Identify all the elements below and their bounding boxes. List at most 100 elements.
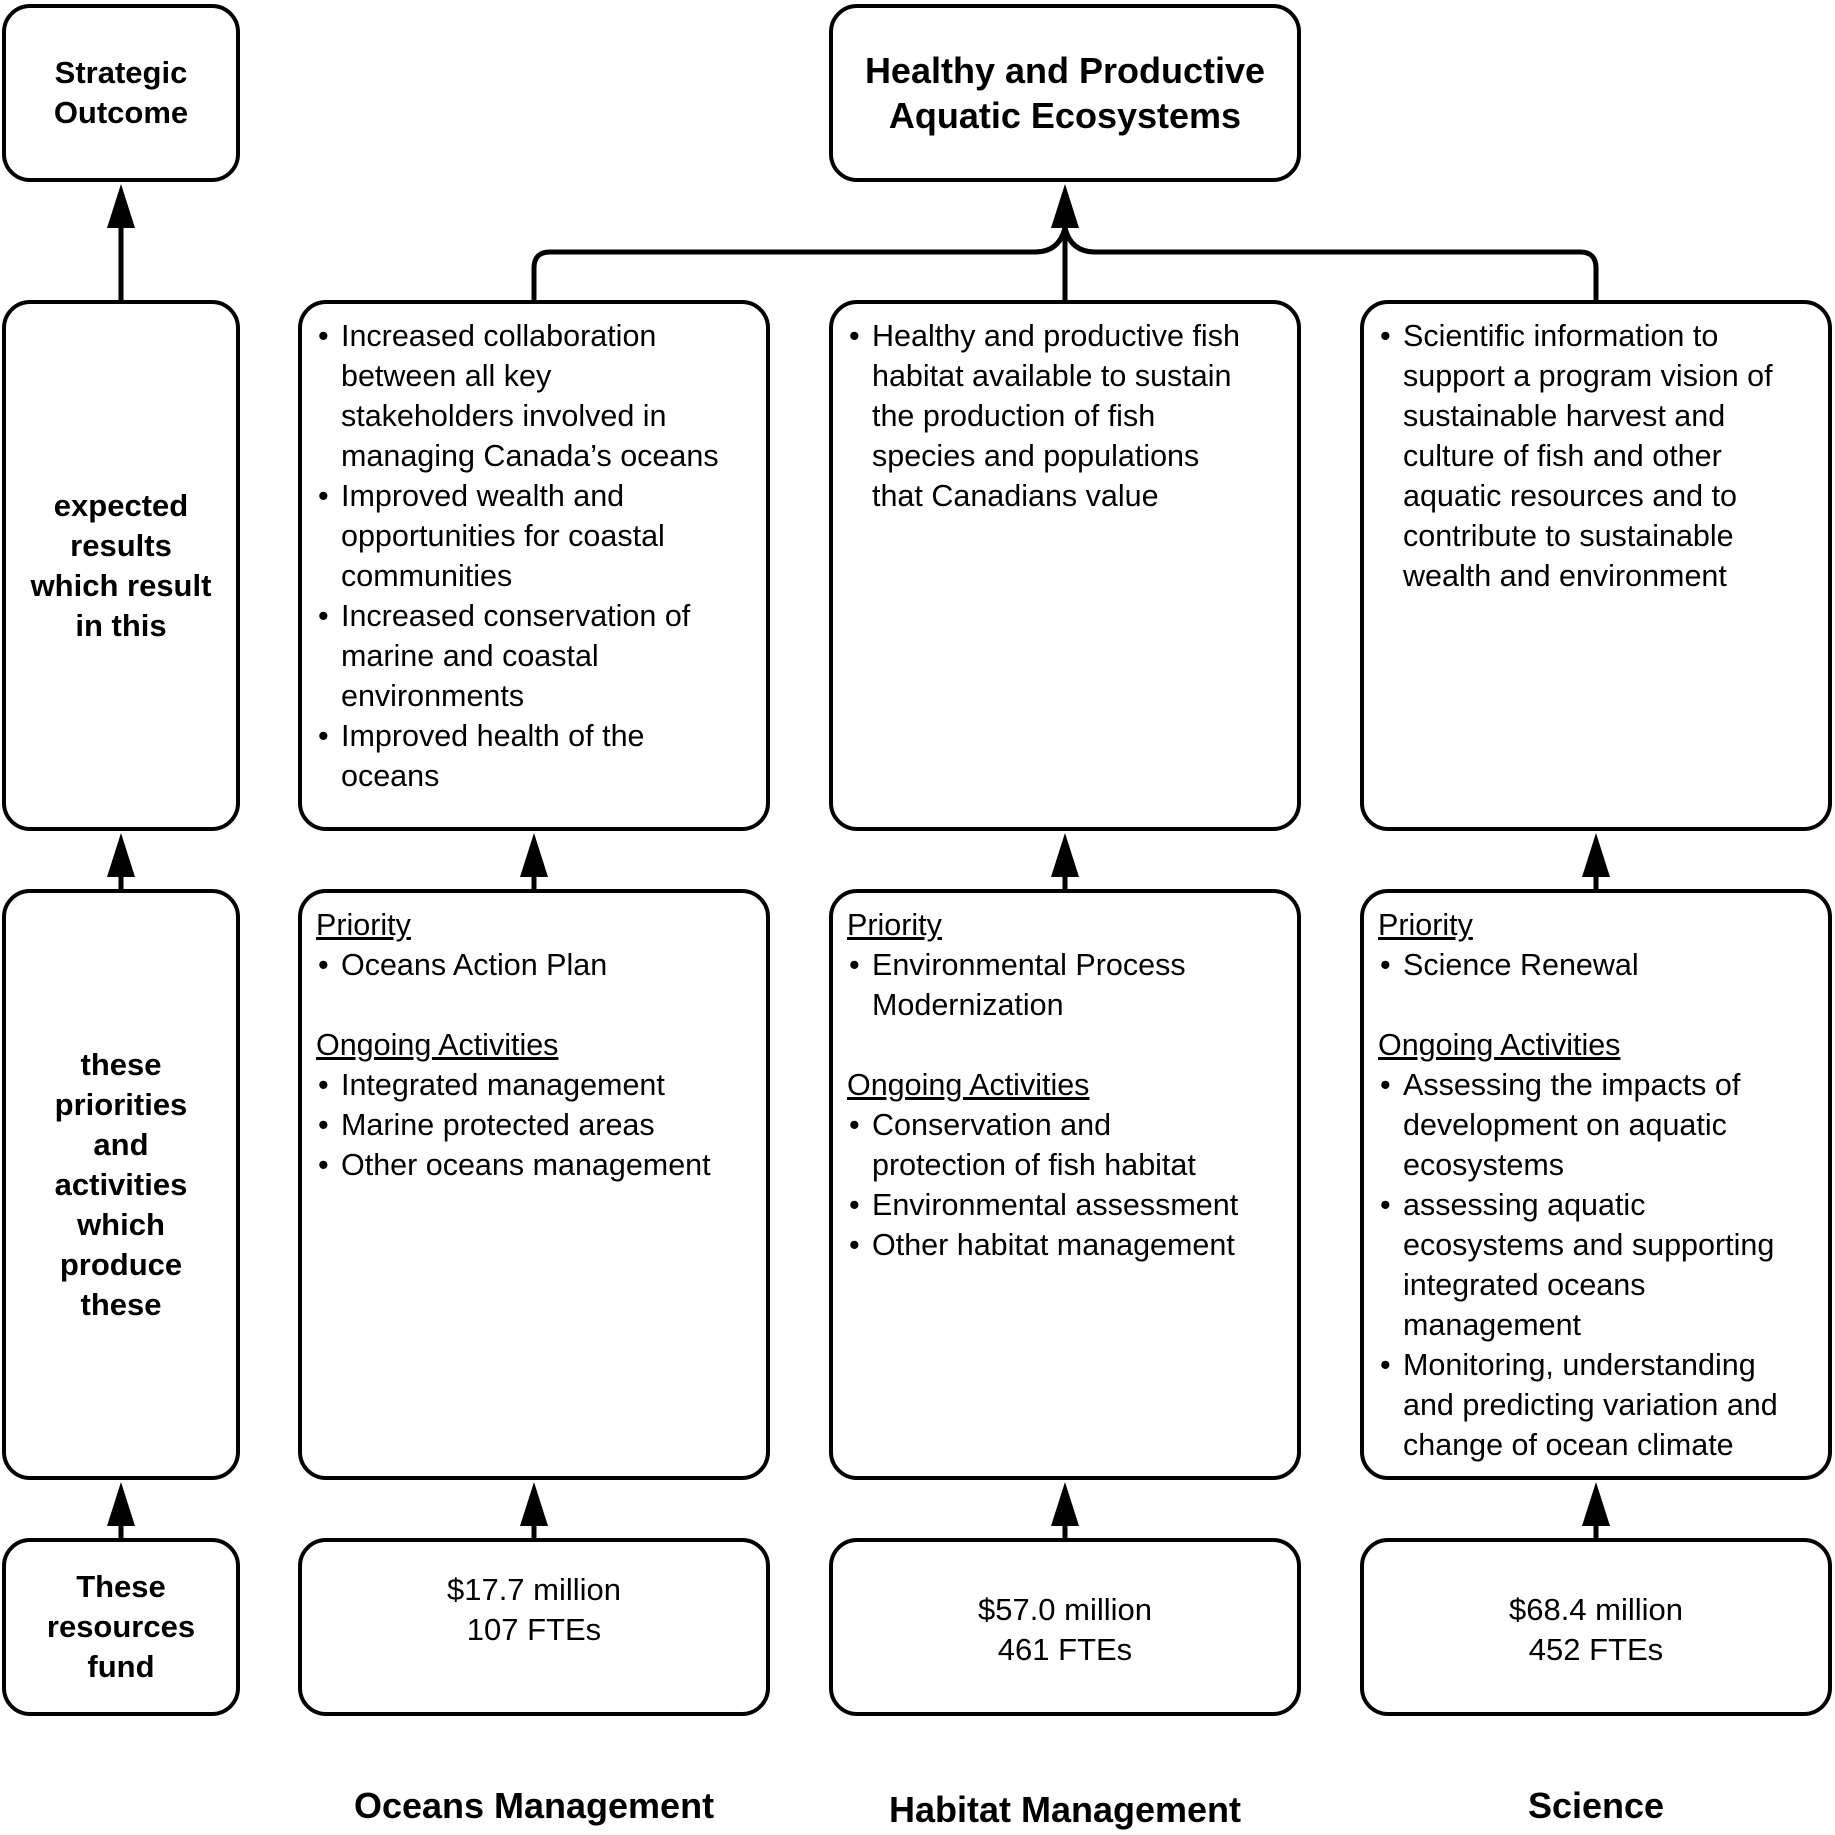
result-item: Healthy and productive fish habitat avail…	[847, 316, 1283, 516]
funding-amount: $57.0 million	[977, 1592, 1153, 1627]
result-item-list: Scientific information to support a progr…	[1378, 316, 1814, 596]
priority-heading: Priority	[847, 908, 942, 942]
program-arrow-head	[1582, 833, 1610, 877]
habitat-management-results-box: Healthy and productive fish habitat avail…	[829, 300, 1301, 831]
item-line: culture of fish and other	[1403, 439, 1722, 473]
outcome-title-line: Aquatic Ecosystems	[888, 95, 1242, 136]
legend-line: expected	[53, 487, 189, 523]
item-line: ecosystems	[1403, 1148, 1565, 1182]
item-line: Increased collaboration	[341, 319, 657, 353]
item-line: change of ocean climate	[1403, 1428, 1734, 1462]
legend-line: and	[93, 1126, 149, 1162]
item-line: environments	[341, 679, 525, 713]
item-line: wealth and environment	[1403, 559, 1727, 593]
item-line: Other habitat management	[872, 1228, 1235, 1262]
item-line: aquatic resources and to	[1403, 479, 1738, 513]
result-item-list: Healthy and productive fish habitat avail…	[847, 316, 1283, 516]
item-line: Integrated management	[341, 1068, 665, 1102]
strategic-outcome-label-box: Strategic Outcome	[2, 4, 240, 182]
item-line: Science Renewal	[1403, 948, 1639, 982]
legend-line: fund	[87, 1649, 155, 1684]
item-line: marine and coastal	[341, 639, 599, 673]
item-line: Other oceans management	[341, 1148, 711, 1182]
item-line: the production of fish	[872, 399, 1156, 433]
activity-item: Other oceans management	[316, 1145, 752, 1185]
program-arrow-head	[1051, 1482, 1079, 1526]
funding-amount: $17.7 million	[446, 1572, 622, 1607]
item-line: managing Canada’s oceans	[341, 439, 719, 473]
item-line: sustainable harvest and	[1403, 399, 1726, 433]
science-program-name: Science	[1527, 1785, 1665, 1826]
activity-item: Marine protected areas	[316, 1105, 752, 1145]
science-results-box: Scientific information to support a progr…	[1360, 300, 1832, 831]
item-line: Conservation and	[872, 1108, 1112, 1142]
priority-item-list: Oceans Action Plan	[316, 945, 752, 985]
outcome-arrow-head	[1051, 184, 1079, 228]
item-line: oceans	[341, 759, 440, 793]
resources-label-box: These resources fund	[2, 1538, 240, 1716]
item-line: integrated oceans	[1403, 1268, 1646, 1302]
legend-line: in this	[75, 607, 167, 643]
legend-line: produce	[59, 1246, 183, 1282]
priority-item: Oceans Action Plan	[316, 945, 752, 985]
activity-item: assessing aquatic ecosystems and supporti…	[1378, 1185, 1814, 1345]
item-line: Marine protected areas	[341, 1108, 655, 1142]
legend-line: results	[70, 527, 172, 563]
item-line: habitat available to sustain	[872, 359, 1232, 393]
legend-arrow-head	[107, 1482, 135, 1526]
merge-connector	[531, 227, 1599, 300]
item-line: Oceans Action Plan	[341, 948, 608, 982]
result-item: Scientific information to support a progr…	[1378, 316, 1814, 596]
legend-line: which result	[30, 567, 212, 603]
outcome-title-line: Healthy and Productive	[864, 50, 1266, 91]
item-line: Healthy and productive fish	[872, 319, 1240, 353]
result-item: Increased conservation of marine and coas…	[316, 596, 752, 716]
item-line: Scientific information to	[1403, 319, 1719, 353]
ongoing-activities-heading: Ongoing Activities	[1378, 1028, 1621, 1062]
item-line: Environmental Process	[872, 948, 1186, 982]
item-line: stakeholders involved in	[341, 399, 667, 433]
result-item: Improved health of the oceans	[316, 716, 752, 796]
legend-line: activities	[54, 1166, 188, 1202]
item-line: management	[1403, 1308, 1582, 1342]
priority-heading: Priority	[316, 908, 411, 942]
item-line: and predicting variation and	[1403, 1388, 1778, 1422]
activity-item: Integrated management	[316, 1065, 752, 1105]
legend-arrow-head	[107, 833, 135, 877]
legend-line: these	[80, 1286, 162, 1322]
legend-line: Outcome	[53, 95, 189, 130]
section-spacer	[316, 985, 752, 1025]
item-line: Monitoring, understanding	[1403, 1348, 1756, 1382]
section-spacer	[847, 1025, 1283, 1065]
item-line: that Canadians value	[872, 479, 1159, 513]
item-line: Increased conservation of	[341, 599, 691, 633]
program-arrow-head	[520, 1482, 548, 1526]
legend-line: these	[80, 1046, 162, 1082]
priority-heading: Priority	[1378, 908, 1473, 942]
activity-item: Monitoring, understanding and predicting …	[1378, 1345, 1814, 1465]
legend-line: which	[77, 1206, 165, 1242]
item-line: ecosystems and supporting	[1403, 1228, 1775, 1262]
priorities-label-box: these priorities and activities which pr…	[2, 889, 240, 1480]
legend-line: resources	[46, 1609, 196, 1644]
item-line: contribute to sustainable	[1403, 519, 1734, 553]
item-line: assessing aquatic	[1403, 1188, 1646, 1222]
item-line: Improved health of the	[341, 719, 645, 753]
item-line: support a program vision of	[1403, 359, 1773, 393]
priority-item-list: Science Renewal	[1378, 945, 1814, 985]
fte-count: 452 FTEs	[1528, 1632, 1664, 1667]
item-line: development on aquatic	[1403, 1108, 1727, 1142]
ongoing-activities-heading: Ongoing Activities	[316, 1028, 559, 1062]
legend-arrow-head	[107, 184, 135, 228]
